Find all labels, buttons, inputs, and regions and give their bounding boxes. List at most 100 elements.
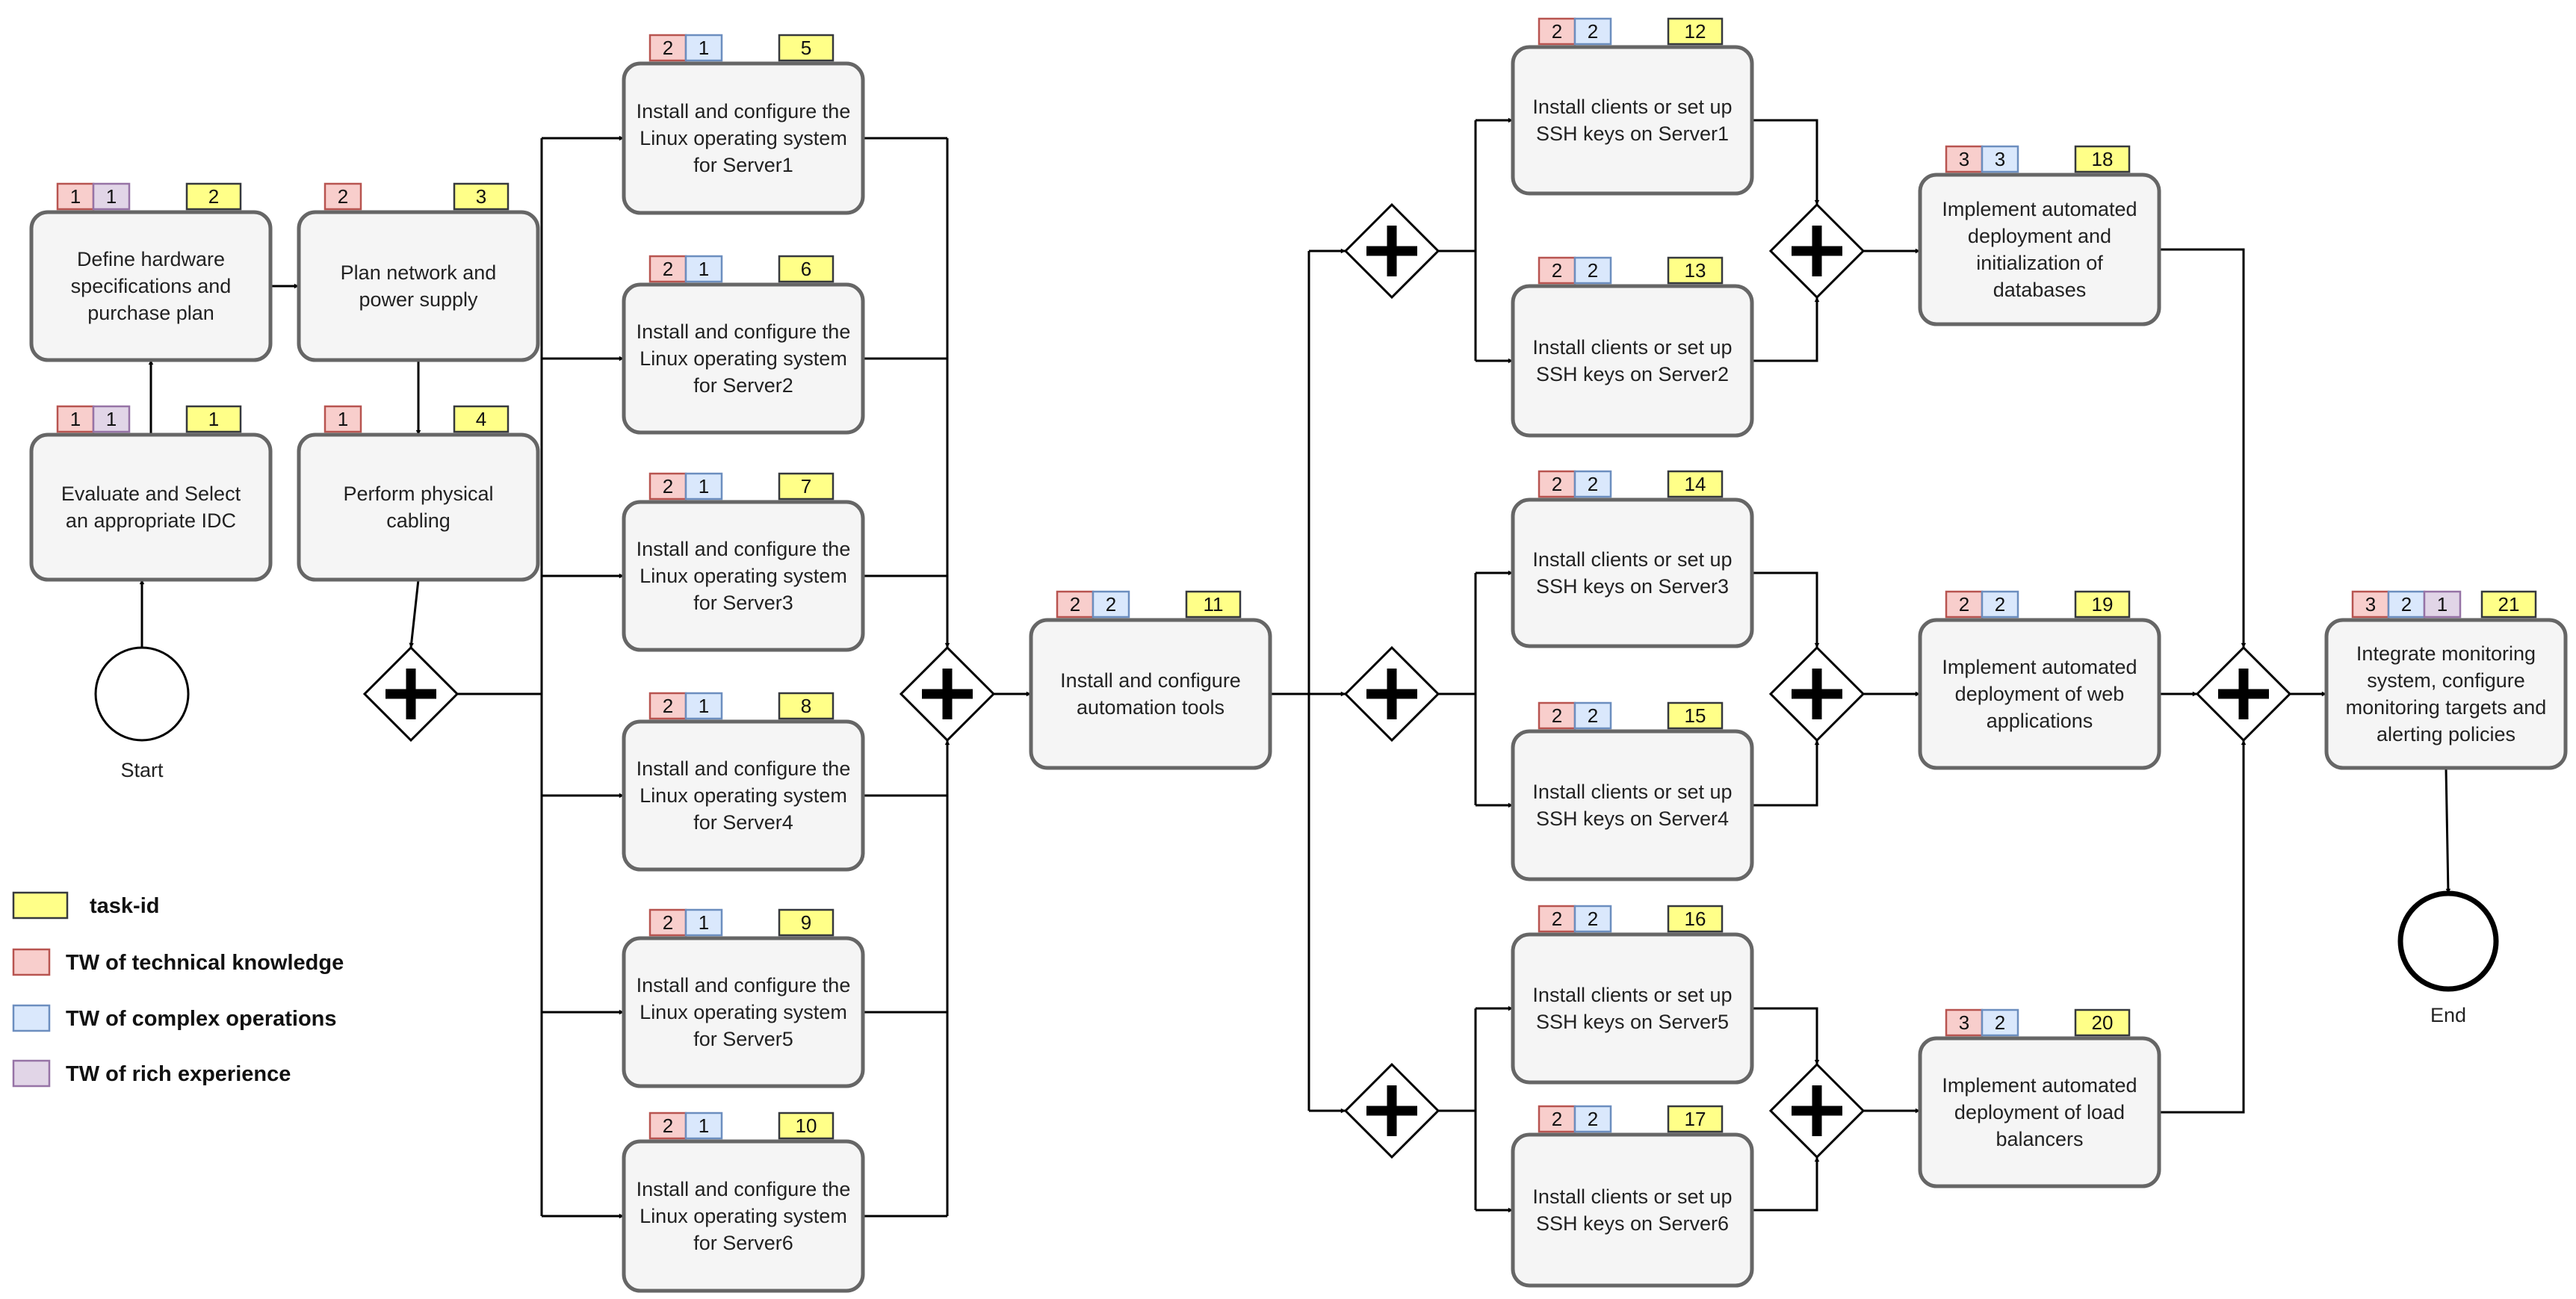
badge-ops: 2 — [1573, 470, 1612, 498]
task-id-badge: 16 — [1667, 905, 1724, 933]
badge-value: 3 — [1959, 148, 1969, 170]
plus-icon — [1366, 226, 1417, 276]
badge-value: 2 — [1995, 593, 2005, 616]
task-id-badge: 5 — [778, 34, 835, 62]
badge-value: 2 — [663, 37, 673, 59]
badge-tech: 2 — [648, 34, 687, 62]
task-box — [622, 936, 865, 1088]
task-id-badge: 14 — [1667, 470, 1724, 498]
task-node-13[interactable]: Install clients or set up SSH keys on Ser… — [1511, 256, 1754, 438]
task-label-line: applications — [1987, 710, 2093, 732]
flow-edge — [1752, 1007, 1820, 1065]
task-label-line: for Server2 — [693, 374, 793, 397]
task-label-line: automation tools — [1077, 696, 1224, 719]
badge-value: 3 — [2365, 593, 2376, 616]
task-id-box — [2480, 590, 2537, 619]
badge-value: 2 — [1552, 259, 1562, 282]
badge-value: 1 — [106, 408, 117, 430]
task-label-line: SSH keys on Server4 — [1536, 807, 1729, 830]
badge-box — [684, 1112, 723, 1140]
end-circle — [2397, 890, 2499, 992]
task-id-badge: 12 — [1667, 17, 1724, 46]
task-label-line: Perform physical — [343, 483, 493, 505]
task-id-box — [778, 34, 835, 62]
badge-ops: 2 — [1573, 701, 1612, 730]
task-box — [622, 282, 865, 435]
task-label: Install and configure automation tools — [1060, 669, 1241, 719]
task-label-line: Install and configure — [1060, 669, 1241, 692]
task-label-line: cabling — [386, 509, 451, 532]
task-label-line: Install and configure the — [637, 974, 851, 996]
flow-edge — [409, 579, 420, 648]
badge-tech: 2 — [1538, 1105, 1576, 1133]
task-label-line: Install and configure the — [637, 1178, 851, 1200]
task-id-box — [778, 692, 835, 720]
task-id-value: 5 — [801, 37, 811, 59]
badge-box — [1538, 17, 1576, 46]
task-box — [297, 433, 540, 582]
task-node-15[interactable]: Install clients or set up SSH keys on Ser… — [1511, 701, 1754, 881]
badge-box — [1538, 701, 1576, 730]
badge-value: 2 — [663, 258, 673, 280]
task-label-line: SSH keys on Server5 — [1536, 1011, 1729, 1033]
badge-tech: 1 — [323, 405, 362, 433]
task-label-line: Install clients or set up — [1532, 336, 1732, 359]
task-label-line: Install and configure the — [637, 757, 851, 780]
badge-tech: 2 — [1945, 590, 1984, 619]
task-id-value: 20 — [2092, 1011, 2114, 1034]
task-id-value: 9 — [801, 911, 811, 934]
task-id-box — [1185, 590, 1242, 619]
badge-value: 1 — [70, 408, 81, 430]
badge-value: 1 — [699, 695, 709, 717]
task-label-line: deployment of load — [1954, 1101, 2125, 1123]
badge-ops: 2 — [1981, 590, 2019, 619]
parallel-gateway — [899, 645, 996, 742]
flow-edge — [1752, 571, 1820, 648]
task-id-box — [453, 182, 510, 211]
task-id-value: 11 — [1204, 593, 1224, 616]
badge-exp: 1 — [92, 182, 131, 211]
task-label-line: for Server5 — [693, 1028, 793, 1050]
task-label-line: Install clients or set up — [1532, 781, 1732, 803]
badge-box — [1538, 905, 1576, 933]
badge-tech: 2 — [1538, 701, 1576, 730]
task-id-badge: 17 — [1667, 1105, 1724, 1133]
task-box — [1511, 729, 1754, 881]
legend-swatch — [12, 1059, 51, 1088]
parallel-gateway — [362, 645, 459, 742]
parallel-gateways — [362, 202, 2292, 1159]
task-box — [1918, 173, 2161, 326]
badge-box — [1981, 590, 2019, 619]
task-label-line: Linux operating system — [640, 347, 847, 370]
task-id-value: 6 — [801, 258, 811, 280]
task-label-line: deployment and — [1968, 225, 2111, 247]
task-id-value: 14 — [1685, 473, 1706, 495]
badge-box — [1981, 145, 2019, 173]
task-box — [622, 500, 865, 652]
badge-box — [1573, 470, 1612, 498]
task-label-line: SSH keys on Server2 — [1536, 363, 1729, 385]
